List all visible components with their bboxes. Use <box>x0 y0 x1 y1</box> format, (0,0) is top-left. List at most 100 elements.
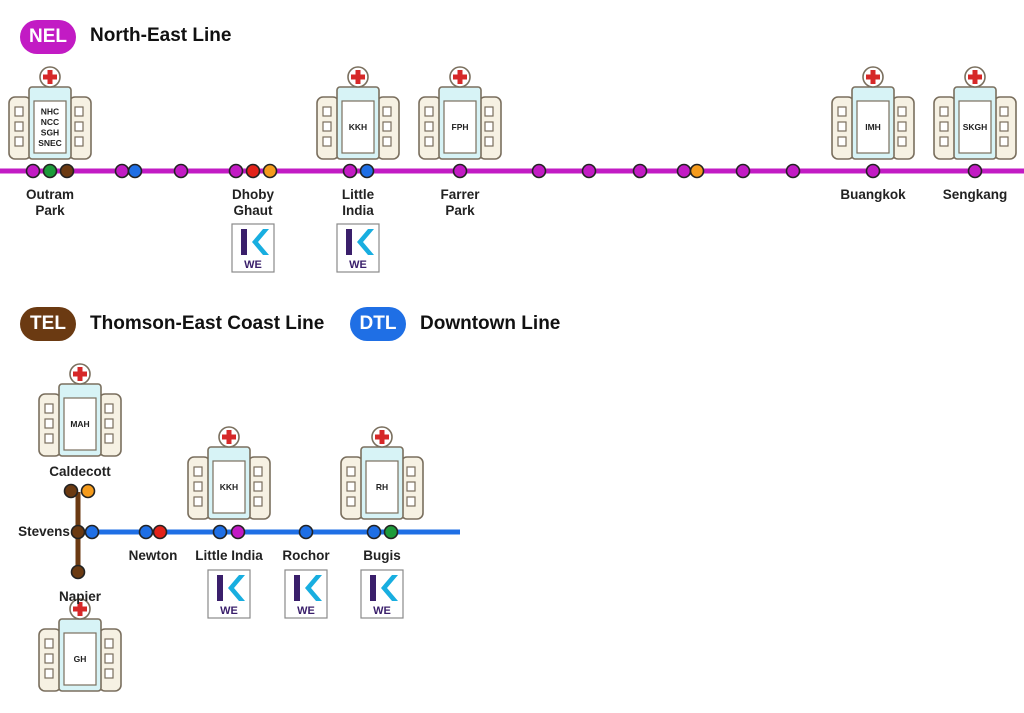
cross-icon <box>968 74 982 80</box>
hospital-window <box>999 121 1009 132</box>
cross-icon <box>351 74 365 80</box>
we-logo-chevron <box>305 575 322 601</box>
station-dot-intermediate-b <box>173 163 189 179</box>
we-logo-text: WE <box>220 605 238 617</box>
hospital-icon-sengkang: SKGH <box>933 66 1017 160</box>
hospital-window <box>406 466 416 477</box>
station-dot-intermediate-e <box>632 163 648 179</box>
hospital-window <box>382 121 392 132</box>
station-dot-bugis <box>366 524 382 540</box>
hospital-window <box>406 496 416 507</box>
hospital-name-label: SGH <box>41 127 59 137</box>
hospital-icon-caldecott: MAH <box>38 363 122 457</box>
hospital-name-label: KKH <box>220 482 238 492</box>
hospital-window <box>999 106 1009 117</box>
hospital-panel <box>443 100 477 154</box>
we-logo-frame <box>231 223 275 273</box>
we-logo-text: WE <box>244 259 262 271</box>
hospital-window <box>897 136 907 147</box>
hospital-window <box>939 106 949 117</box>
hospital-window <box>382 106 392 117</box>
hospital-window <box>193 481 203 492</box>
hospital-window <box>14 136 24 147</box>
cross-icon <box>866 74 880 80</box>
station-dot-little-india <box>359 163 375 179</box>
cross-icon <box>222 434 236 440</box>
hospital-name-label: SKGH <box>963 122 988 132</box>
tel-badge: TEL <box>20 307 76 341</box>
dtl-line-title: Downtown Line <box>420 313 561 334</box>
hospital-window <box>193 496 203 507</box>
tel-line-title: Thomson-East Coast Line <box>90 313 325 334</box>
station-dot-intermediate-d <box>581 163 597 179</box>
station-dot-dhoby-ghaut <box>245 163 261 179</box>
station-label-stevens: Stevens <box>18 524 70 539</box>
hospital-icon-farrer-park: FPH <box>418 66 502 160</box>
station-dot-rochor <box>298 524 314 540</box>
station-dot-intermediate-a <box>114 163 130 179</box>
station-label-buangkok: Buangkok <box>840 187 906 202</box>
station-dot-newton <box>138 524 154 540</box>
hospital-window <box>897 106 907 117</box>
cross-icon <box>43 74 57 80</box>
hospital-panel <box>63 632 97 686</box>
hospital-window <box>382 136 392 147</box>
hospital-window <box>837 136 847 147</box>
station-label-newton: Newton <box>128 548 178 563</box>
we-logo-text: WE <box>297 605 315 617</box>
we-logo-chevron <box>357 229 374 255</box>
station-dot-caldecott <box>80 483 96 499</box>
station-dot-little-india <box>342 163 358 179</box>
we-logo-chevron <box>381 575 398 601</box>
hospital-panel <box>212 460 246 514</box>
hospital-window <box>74 136 84 147</box>
hospital-window <box>74 106 84 117</box>
station-dot-outram-park <box>42 163 58 179</box>
station-dot-dhoby-ghaut <box>228 163 244 179</box>
station-dot-stevens <box>84 524 100 540</box>
hospital-panel <box>33 100 67 154</box>
hospital-window <box>193 466 203 477</box>
hospital-panel <box>856 100 890 154</box>
cross-icon <box>73 371 87 377</box>
hospital-window <box>999 136 1009 147</box>
station-dot-intermediate-g <box>735 163 751 179</box>
hospital-window <box>346 496 356 507</box>
station-dot-intermediate-c <box>531 163 547 179</box>
station-label-rochor: Rochor <box>282 548 330 563</box>
dtl-badge: DTL <box>350 307 406 341</box>
station-label-sengkang: Sengkang <box>942 187 1008 202</box>
hospital-name-label: GH <box>74 654 87 664</box>
hospital-panel <box>341 100 375 154</box>
station-label-bugis: Bugis <box>363 548 401 563</box>
hospital-name-label: RH <box>376 482 388 492</box>
hospital-window <box>44 638 54 649</box>
station-dot-dhoby-ghaut <box>262 163 278 179</box>
hospital-window <box>104 668 114 679</box>
hospital-window <box>484 136 494 147</box>
hospital-window <box>14 121 24 132</box>
we-logo-bar <box>346 229 352 255</box>
cross-icon <box>375 434 389 440</box>
station-dot-stevens <box>70 524 86 540</box>
station-dot-little-india-dtl <box>230 524 246 540</box>
station-dot-farrer-park <box>452 163 468 179</box>
hospital-name-label: MAH <box>70 419 89 429</box>
we-logo-text: WE <box>373 605 391 617</box>
hospital-window <box>939 136 949 147</box>
we-logo-frame <box>336 223 380 273</box>
station-dot-intermediate-f <box>676 163 692 179</box>
hospital-window <box>253 496 263 507</box>
hospital-window <box>897 121 907 132</box>
hospital-icon-little-india-dtl: KKH <box>187 426 271 520</box>
we-logo-bugis: WE <box>360 569 404 619</box>
hospital-panel <box>63 397 97 451</box>
station-dot-sengkang <box>967 163 983 179</box>
hospital-window <box>104 638 114 649</box>
hospital-window <box>253 481 263 492</box>
hospital-name-label: NCC <box>41 117 59 127</box>
